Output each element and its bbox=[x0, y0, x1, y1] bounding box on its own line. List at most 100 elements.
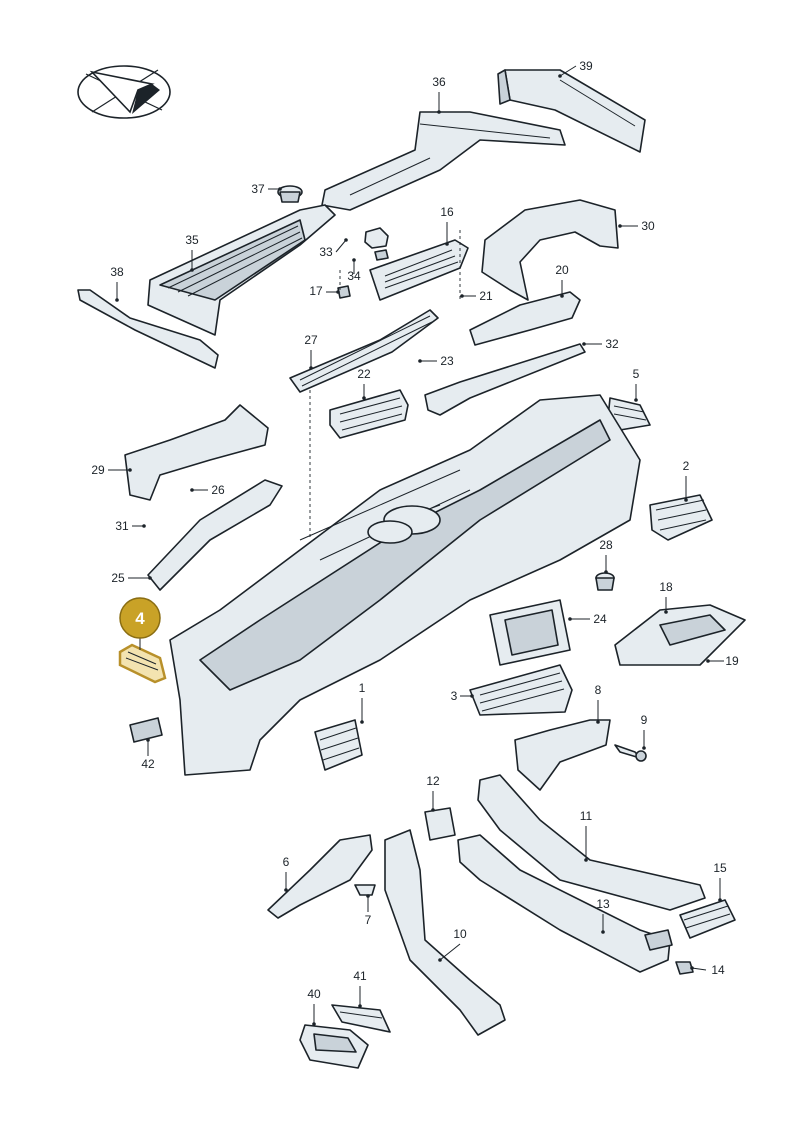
part-17-nut bbox=[337, 285, 351, 299]
part-25-duct bbox=[147, 479, 283, 591]
callout-leader-dot bbox=[582, 342, 586, 346]
callout-label: 15 bbox=[713, 861, 727, 875]
callout-13[interactable]: 13 bbox=[596, 897, 610, 934]
part-37-grommet bbox=[277, 185, 303, 203]
callout-35[interactable]: 35 bbox=[185, 233, 199, 272]
callout-leader-dot bbox=[284, 888, 288, 892]
callout-label: 3 bbox=[451, 689, 458, 703]
callout-label: 14 bbox=[711, 963, 725, 977]
callout-34[interactable]: 34 bbox=[347, 258, 361, 283]
callout-15[interactable]: 15 bbox=[713, 861, 727, 902]
part-10-air-duct bbox=[384, 829, 506, 1036]
callout-leader-dot bbox=[115, 298, 119, 302]
callout-label: 40 bbox=[307, 987, 321, 1001]
callout-25[interactable]: 25 bbox=[111, 571, 152, 585]
callout-leader-line bbox=[559, 65, 577, 77]
callout-9[interactable]: 9 bbox=[641, 713, 648, 750]
callout-14[interactable]: 14 bbox=[690, 963, 725, 977]
callout-27[interactable]: 27 bbox=[304, 333, 318, 370]
callout-leader-dot bbox=[418, 359, 422, 363]
part-20-duct bbox=[469, 291, 581, 346]
callout-1[interactable]: 1 bbox=[359, 681, 366, 724]
callout-label: 2 bbox=[683, 459, 690, 473]
callout-label: 11 bbox=[580, 809, 593, 823]
callout-leader-dot bbox=[437, 110, 441, 114]
callout-23[interactable]: 23 bbox=[418, 354, 454, 368]
callout-leader-dot bbox=[690, 966, 694, 970]
callout-8[interactable]: 8 bbox=[595, 683, 602, 724]
part-38-side-trim bbox=[77, 289, 219, 369]
part-3-center-vent bbox=[469, 664, 573, 716]
callout-41[interactable]: 41 bbox=[353, 969, 367, 1008]
callout-7[interactable]: 7 bbox=[365, 894, 372, 927]
callout-label: 20 bbox=[555, 263, 569, 277]
callout-leader-dot bbox=[601, 930, 605, 934]
highlighted-callout-label: 4 bbox=[135, 609, 145, 628]
callout-17[interactable]: 17 bbox=[309, 284, 340, 298]
callout-19[interactable]: 19 bbox=[706, 654, 739, 668]
callout-leader-dot bbox=[596, 720, 600, 724]
callout-leader-dot bbox=[684, 498, 688, 502]
callout-5[interactable]: 5 bbox=[633, 367, 640, 402]
part-24-frame bbox=[489, 599, 571, 666]
callout-label: 7 bbox=[365, 913, 372, 927]
callout-24[interactable]: 24 bbox=[568, 612, 607, 626]
callout-42[interactable]: 42 bbox=[141, 738, 155, 771]
callout-20[interactable]: 20 bbox=[555, 263, 569, 298]
part-4-highlighted-vent[interactable] bbox=[118, 643, 167, 684]
callout-37[interactable]: 37 bbox=[251, 182, 282, 196]
callout-label: 19 bbox=[725, 654, 739, 668]
callout-6[interactable]: 6 bbox=[283, 855, 290, 892]
callout-label: 16 bbox=[440, 205, 454, 219]
callout-label: 28 bbox=[599, 538, 613, 552]
callout-40[interactable]: 40 bbox=[307, 987, 321, 1026]
callout-22[interactable]: 22 bbox=[357, 367, 371, 400]
callout-leader-dot bbox=[431, 808, 435, 812]
callout-33[interactable]: 33 bbox=[319, 238, 348, 259]
callout-label: 24 bbox=[593, 612, 607, 626]
part-40-frame bbox=[299, 1024, 369, 1069]
highlighted-callout-4[interactable]: 4 bbox=[119, 597, 161, 650]
callout-label: 10 bbox=[453, 927, 467, 941]
callout-label: 18 bbox=[659, 580, 673, 594]
callout-leader-dot bbox=[309, 366, 313, 370]
part-9-screw bbox=[614, 744, 647, 762]
callout-leader-line bbox=[439, 943, 461, 961]
callout-38[interactable]: 38 bbox=[110, 265, 124, 302]
callout-30[interactable]: 30 bbox=[618, 219, 655, 233]
callout-3[interactable]: 3 bbox=[451, 689, 474, 703]
callout-32[interactable]: 32 bbox=[582, 337, 619, 351]
part-28-bushing bbox=[595, 572, 615, 591]
callout-leader-dot bbox=[584, 858, 588, 862]
callout-leader-dot bbox=[558, 74, 562, 78]
callout-11[interactable]: 11 bbox=[580, 809, 593, 862]
callout-39[interactable]: 39 bbox=[558, 59, 593, 78]
callout-16[interactable]: 16 bbox=[440, 205, 454, 246]
callout-label: 17 bbox=[309, 284, 323, 298]
callout-21[interactable]: 21 bbox=[460, 289, 493, 303]
callout-leader-dot bbox=[358, 1004, 362, 1008]
callout-26[interactable]: 26 bbox=[190, 483, 225, 497]
callout-28[interactable]: 28 bbox=[599, 538, 613, 574]
callout-label: 8 bbox=[595, 683, 602, 697]
part-callouts: 1235678910111213141516171819202122232425… bbox=[91, 59, 739, 1026]
callout-2[interactable]: 2 bbox=[683, 459, 690, 502]
callout-leader-dot bbox=[362, 396, 366, 400]
callout-label: 12 bbox=[426, 774, 440, 788]
callout-leader-line bbox=[691, 967, 707, 971]
callout-leader-dot bbox=[278, 187, 282, 191]
callout-leader-dot bbox=[128, 468, 132, 472]
callout-12[interactable]: 12 bbox=[426, 774, 440, 812]
callout-10[interactable]: 10 bbox=[438, 927, 467, 962]
callout-29[interactable]: 29 bbox=[91, 463, 132, 477]
callout-label: 41 bbox=[353, 969, 367, 983]
callout-leader-dot bbox=[604, 570, 608, 574]
callout-18[interactable]: 18 bbox=[659, 580, 673, 614]
callout-label: 9 bbox=[641, 713, 648, 727]
part-1-side-vent bbox=[314, 719, 363, 771]
callout-36[interactable]: 36 bbox=[432, 75, 446, 114]
callout-label: 36 bbox=[432, 75, 446, 89]
callout-31[interactable]: 31 bbox=[115, 519, 146, 533]
callout-label: 38 bbox=[110, 265, 124, 279]
callout-leader-dot bbox=[560, 294, 564, 298]
